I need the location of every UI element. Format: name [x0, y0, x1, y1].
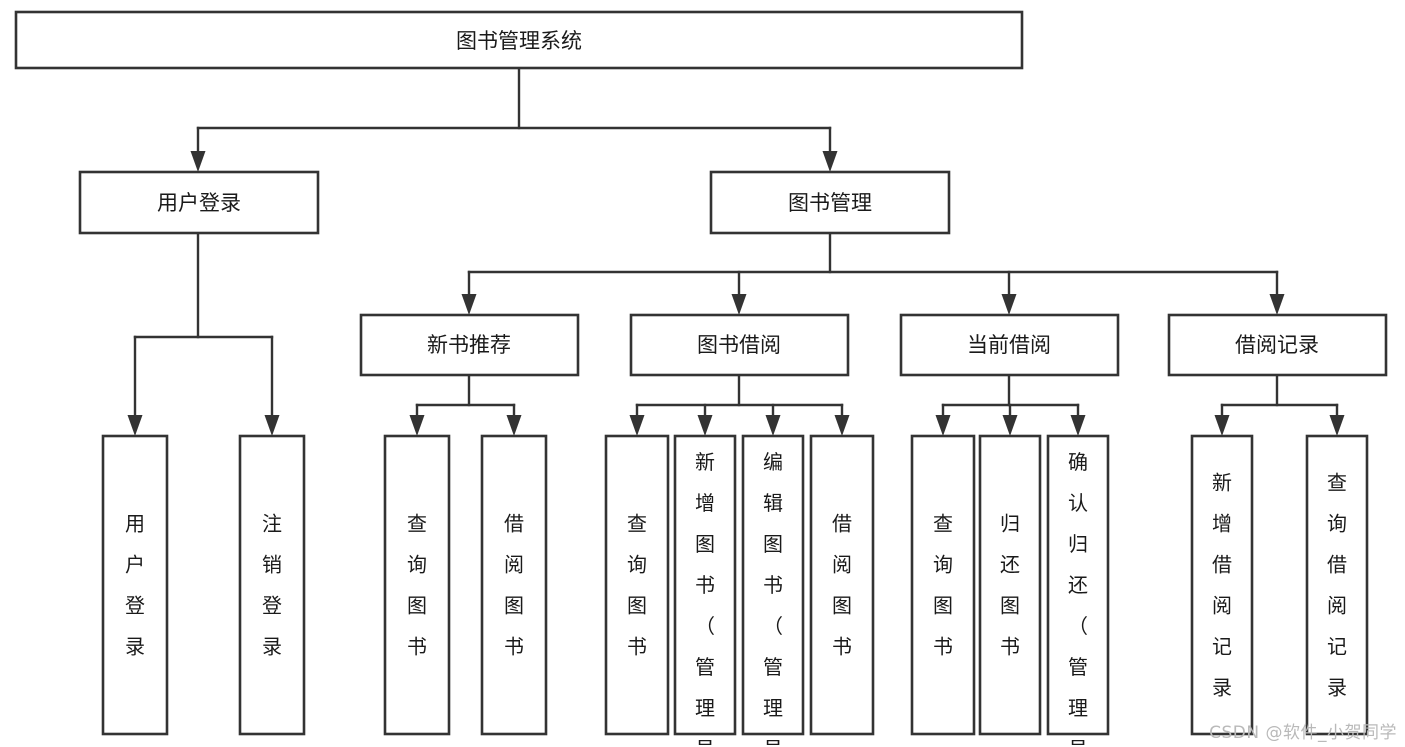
- node-leaf-confirm-return-label: 确认归还（管理员）: [1068, 450, 1088, 747]
- node-root-label: 图书管理系统: [456, 29, 582, 53]
- node-leaf-add-record-box[interactable]: [1190, 434, 1254, 736]
- node-leaf-query-record[interactable]: 查询借阅记录: [1305, 434, 1369, 736]
- arrowhead-book-manage: [822, 151, 838, 172]
- node-leaf-query-book-2-label: 查询图书: [627, 512, 647, 659]
- node-user-login-box[interactable]: [78, 170, 320, 235]
- node-borrow-record-box[interactable]: [1167, 313, 1388, 377]
- node-leaf-return-book-label: 归还图书: [1000, 512, 1020, 659]
- node-leaf-borrow-book-1[interactable]: 借阅图书: [480, 434, 548, 736]
- node-book-borrow[interactable]: 图书借阅: [629, 313, 850, 377]
- arrowhead-leaf-return-book: [1002, 415, 1018, 436]
- node-leaf-query-book-3-label: 查询图书: [933, 512, 953, 659]
- node-leaf-user-login-box[interactable]: [101, 434, 169, 736]
- node-leaf-borrow-book-2-label: 借阅图书: [832, 512, 852, 659]
- node-root[interactable]: 图书管理系统: [14, 10, 1024, 70]
- node-leaf-borrow-book-2-box[interactable]: [809, 434, 875, 736]
- edge-layer: [127, 66, 1345, 436]
- node-leaf-edit-book-label: 编辑图书（管理员）: [763, 450, 783, 747]
- node-leaf-query-book-2-box[interactable]: [604, 434, 670, 736]
- node-borrow-record-label: 借阅记录: [1235, 333, 1319, 357]
- arrowhead-leaf-query-book-3: [935, 415, 951, 436]
- node-leaf-confirm-return-box[interactable]: [1046, 434, 1110, 736]
- node-user-login[interactable]: 用户登录: [78, 170, 320, 235]
- arrowhead-leaf-confirm-return: [1070, 415, 1086, 436]
- node-current-borrow-label: 当前借阅: [967, 333, 1051, 357]
- node-new-book-recommend[interactable]: 新书推荐: [359, 313, 580, 377]
- node-leaf-query-book-1-label: 查询图书: [407, 512, 427, 659]
- arrowhead-current-borrow: [1001, 294, 1017, 315]
- arrowhead-leaf-user-logout: [264, 415, 280, 436]
- node-leaf-add-record[interactable]: 新增借阅记录: [1190, 434, 1254, 736]
- node-leaf-add-book[interactable]: 新增图书（管理员）: [673, 434, 737, 747]
- arrowhead-leaf-query-book-1: [409, 415, 425, 436]
- node-leaf-add-record-label: 新增借阅记录: [1212, 471, 1232, 700]
- node-leaf-return-book-box[interactable]: [978, 434, 1042, 736]
- arrowhead-leaf-add-book: [697, 415, 713, 436]
- arrowhead-borrow-record: [1269, 294, 1285, 315]
- node-leaf-borrow-book-1-box[interactable]: [480, 434, 548, 736]
- arrowhead-book-borrow: [731, 294, 747, 315]
- arrowhead-leaf-query-book-2: [629, 415, 645, 436]
- node-user-login-label: 用户登录: [157, 191, 241, 215]
- node-book-manage-label: 图书管理: [788, 191, 872, 215]
- node-leaf-query-book-3-box[interactable]: [910, 434, 976, 736]
- node-leaf-user-logout-label: 注销登录: [262, 512, 282, 659]
- node-leaf-user-logout-box[interactable]: [238, 434, 306, 736]
- node-leaf-user-login-label: 用户登录: [125, 512, 145, 659]
- arrowhead-leaf-user-login: [127, 415, 143, 436]
- node-root-box[interactable]: [14, 10, 1024, 70]
- arrowhead-user-login: [190, 151, 206, 172]
- node-leaf-query-record-label: 查询借阅记录: [1327, 471, 1347, 700]
- node-book-borrow-label: 图书借阅: [697, 333, 781, 357]
- node-leaf-query-book-2[interactable]: 查询图书: [604, 434, 670, 736]
- node-leaf-borrow-book-2[interactable]: 借阅图书: [809, 434, 875, 736]
- node-borrow-record[interactable]: 借阅记录: [1167, 313, 1388, 377]
- node-leaf-query-book-3[interactable]: 查询图书: [910, 434, 976, 736]
- node-leaf-edit-book[interactable]: 编辑图书（管理员）: [741, 434, 805, 747]
- arrowhead-leaf-edit-book: [765, 415, 781, 436]
- node-new-book-recommend-box[interactable]: [359, 313, 580, 377]
- node-current-borrow-box[interactable]: [899, 313, 1120, 377]
- node-book-borrow-box[interactable]: [629, 313, 850, 377]
- node-book-manage[interactable]: 图书管理: [709, 170, 951, 235]
- node-leaf-query-book-1-box[interactable]: [383, 434, 451, 736]
- node-leaf-confirm-return[interactable]: 确认归还（管理员）: [1046, 434, 1110, 747]
- node-leaf-query-record-box[interactable]: [1305, 434, 1369, 736]
- node-leaf-borrow-book-1-label: 借阅图书: [504, 512, 524, 659]
- node-new-book-recommend-label: 新书推荐: [427, 333, 511, 357]
- node-current-borrow[interactable]: 当前借阅: [899, 313, 1120, 377]
- node-leaf-return-book[interactable]: 归还图书: [978, 434, 1042, 736]
- arrowhead-new-book-recommend: [461, 294, 477, 315]
- arrowhead-leaf-borrow-book-2: [834, 415, 850, 436]
- arrowhead-leaf-add-record: [1214, 415, 1230, 436]
- arrowhead-leaf-borrow-book-1: [506, 415, 522, 436]
- node-leaf-user-login[interactable]: 用户登录: [101, 434, 169, 736]
- arrowhead-leaf-query-record: [1329, 415, 1345, 436]
- node-leaf-add-book-label: 新增图书（管理员）: [695, 450, 715, 747]
- node-leaf-add-book-box[interactable]: [673, 434, 737, 736]
- node-leaf-user-logout[interactable]: 注销登录: [238, 434, 306, 736]
- node-book-manage-box[interactable]: [709, 170, 951, 235]
- node-leaf-edit-book-box[interactable]: [741, 434, 805, 736]
- node-leaf-query-book-1[interactable]: 查询图书: [383, 434, 451, 736]
